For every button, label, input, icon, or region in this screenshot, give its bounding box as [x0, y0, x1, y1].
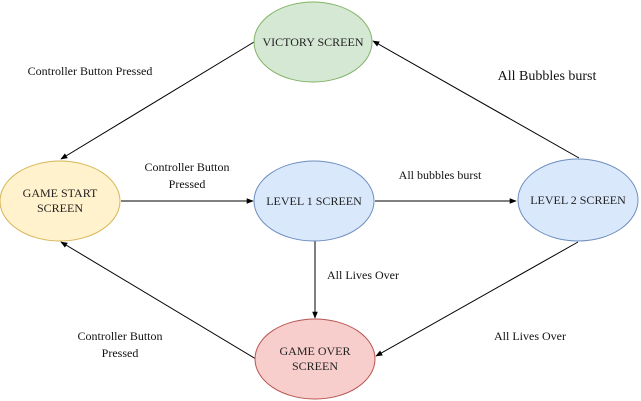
edge-level2-to-victory [372, 40, 580, 159]
edge-labels: Controller Button Pressed Controller But… [28, 64, 597, 360]
node-game-over-label-line2: SCREEN [292, 359, 338, 373]
edge-label-level2-to-victory: All Bubbles burst [498, 69, 597, 84]
node-victory-label: VICTORY SCREEN [262, 35, 363, 49]
node-game-start-screen: GAME START SCREEN [0, 160, 121, 242]
edge-level2-to-gameover [375, 241, 579, 357]
node-level2-label: LEVEL 2 SCREEN [530, 193, 626, 207]
edges [60, 40, 580, 360]
edge-gameover-to-start [60, 241, 257, 360]
node-game-start-label-line1: GAME START [23, 186, 98, 200]
node-level1-label: LEVEL 1 SCREEN [266, 194, 362, 208]
edge-victory-to-start [60, 41, 255, 160]
node-game-start-label-line2: SCREEN [37, 201, 83, 215]
node-victory-shape [253, 1, 373, 83]
node-level2-shape [517, 158, 639, 242]
edge-label-level1-to-level2: All bubbles burst [399, 168, 482, 182]
edge-label-start-to-level1-line1: Controller Button [145, 160, 230, 174]
node-level1-shape [253, 160, 375, 242]
edge-label-gameover-to-start-line2: Pressed [102, 346, 139, 360]
node-game-over-screen: GAME OVER SCREEN [254, 318, 376, 400]
node-game-start-shape [0, 160, 121, 242]
edge-label-start-to-level1-line2: Pressed [169, 177, 206, 191]
node-victory-screen: VICTORY SCREEN [253, 1, 373, 83]
edge-label-victory-to-start: Controller Button Pressed [28, 64, 153, 78]
node-level1-screen: LEVEL 1 SCREEN [253, 160, 375, 242]
node-game-over-label-line1: GAME OVER [280, 344, 351, 358]
edge-label-level2-to-gameover: All Lives Over [494, 329, 566, 343]
node-level2-screen: LEVEL 2 SCREEN [517, 158, 639, 242]
edge-label-gameover-to-start-line1: Controller Button [78, 329, 163, 343]
edge-label-level1-to-gameover: All Lives Over [327, 268, 399, 282]
node-game-over-shape [254, 318, 376, 400]
